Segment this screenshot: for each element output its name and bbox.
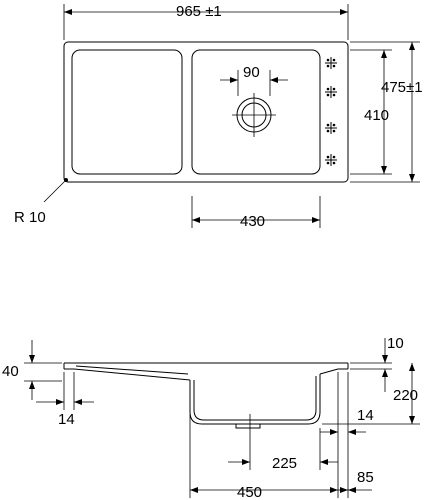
bowl-width-label: 430: [240, 213, 265, 230]
bowl-profile: [189, 374, 321, 425]
drain-position-label: 225: [272, 455, 297, 472]
dim-left-offset: [36, 372, 94, 410]
overall-width-label: 965 ±1: [176, 3, 222, 20]
dim-overall-depth: [350, 41, 420, 183]
mounting-bracket-icon: [325, 154, 337, 166]
dim-right-margin: [338, 440, 372, 498]
corner-radius-label: R 10: [14, 209, 46, 226]
dim-drainer-height: [24, 340, 62, 400]
dim-rim-thickness: [350, 338, 392, 392]
mounting-bracket-icon: [325, 86, 337, 98]
dim-bowl-width: [191, 196, 321, 228]
left-offset-label: 14: [58, 411, 75, 428]
right-offset-label: 14: [357, 407, 374, 424]
drain-diameter-label: 90: [243, 64, 260, 81]
sink-outline: [63, 41, 349, 183]
drainer-area: [71, 49, 183, 175]
mounting-bracket-icon: [325, 122, 337, 134]
right-margin-label: 85: [357, 469, 374, 486]
rim-thickness-label: 10: [387, 335, 404, 352]
bottom-width-label: 450: [237, 484, 262, 500]
mounting-bracket-icon: [325, 57, 337, 69]
top-view: R 10 965 ±1: [14, 3, 423, 230]
dim-bowl-depth: [350, 49, 392, 175]
dim-right-offset: [320, 372, 366, 440]
dim-overall-width: [63, 4, 349, 40]
drain-outlet: [235, 423, 261, 429]
bowl-depth-label: 410: [364, 107, 389, 124]
side-view: 10 220 40 14: [2, 335, 420, 500]
dim-drain-diameter: [220, 70, 288, 96]
dim-bottom-width: [189, 414, 339, 498]
dim-drain-position: [228, 414, 338, 470]
drainer-height-label: 40: [2, 363, 19, 380]
drainer-underside: [73, 368, 191, 381]
overall-depth-label: 475±1: [381, 79, 423, 96]
drain-icon: [232, 93, 276, 137]
bowl-outline: [191, 49, 321, 175]
bowl-height-label: 220: [393, 387, 418, 404]
